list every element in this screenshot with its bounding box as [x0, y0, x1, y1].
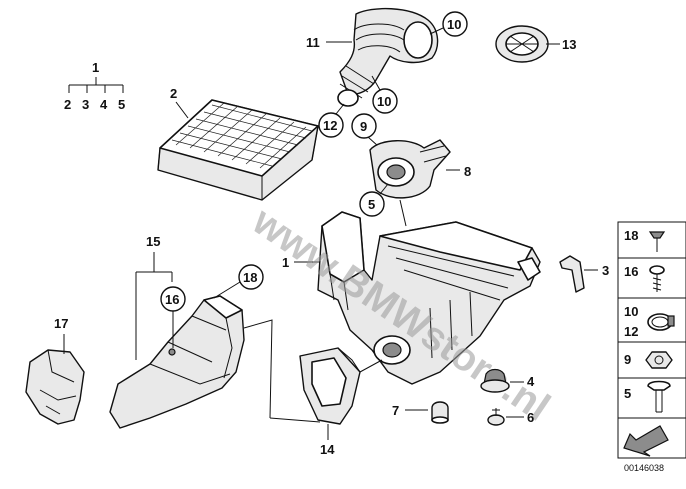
index-group: 1 2 3 4 5 [64, 60, 125, 112]
callout-10-circle [372, 88, 398, 114]
callout-5: 5 [368, 197, 375, 212]
duct-cover: 17 [25, 316, 85, 425]
callout-7: 7 [392, 403, 399, 418]
housing-bracket: 3 [559, 255, 609, 293]
leader-meter-box [399, 199, 407, 227]
air-mass-meter: 8 [369, 139, 471, 199]
callout-8: 8 [464, 164, 471, 179]
clip-icon [648, 231, 666, 239]
legend-row-18 [617, 221, 686, 259]
legend-label-5: 5 [624, 386, 631, 401]
protective-cap: 7 [392, 401, 449, 424]
callout-1: 1 [282, 255, 289, 270]
diagram-id: 00146038 [624, 463, 664, 473]
callout-9: 9 [360, 119, 367, 134]
legend-label-12: 12 [624, 324, 638, 339]
callout-11: 11 [306, 35, 320, 50]
callout-3: 3 [602, 263, 609, 278]
leader-5 [379, 183, 389, 195]
leader-duct-funnel [243, 319, 273, 419]
callout-1-index: 1 [92, 60, 99, 75]
intake-silencer-housing: 1 [282, 211, 541, 385]
leader-2 [175, 101, 189, 119]
direction-arrow-icon [623, 425, 669, 457]
screw-icon [649, 265, 665, 275]
callout-5-index: 5 [118, 97, 125, 112]
callout-18: 18 [243, 270, 257, 285]
callout-13: 13 [562, 37, 576, 52]
legend-label-18: 18 [624, 228, 638, 243]
leader-18 [213, 281, 241, 299]
filter-pleats [171, 102, 313, 169]
small-parts-legend: 18 16 10 12 9 5 00146038 [617, 221, 686, 473]
leader-14-duct [269, 359, 383, 423]
callout-4: 4 [527, 374, 535, 389]
callout-12-circle [318, 112, 344, 138]
callout-18-circle [238, 264, 264, 290]
index-bracket [68, 77, 124, 93]
callout-10-top-circle [442, 11, 468, 37]
inlet-funnel: 14 [269, 347, 383, 457]
mounting-bolt: 6 [487, 408, 534, 426]
callout-10: 10 [377, 94, 391, 109]
callout-14: 14 [320, 442, 335, 457]
callout-12: 12 [323, 118, 337, 133]
callout-6: 6 [527, 410, 534, 425]
callout-15: 15 [146, 234, 160, 249]
legend-label-16: 16 [624, 264, 638, 279]
leader-10 [371, 75, 381, 91]
callout-9-circle [351, 113, 377, 139]
intake-boot: 11 [306, 7, 439, 107]
legend-label-10: 10 [624, 304, 638, 319]
leader-15 [135, 252, 173, 360]
air-filter-element: 2 [157, 86, 319, 201]
rubber-mount: 4 [480, 368, 535, 393]
leader-12 [335, 103, 345, 115]
callout-10-top: 10 [447, 17, 461, 32]
callout-4-index: 4 [100, 97, 108, 112]
callout-2-index: 2 [64, 97, 71, 112]
callout-5-circle [359, 191, 385, 217]
air-duct: 15 [109, 234, 273, 429]
callout-2: 2 [170, 86, 177, 101]
callout-3-index: 3 [82, 97, 89, 112]
grommet: 13 [495, 25, 576, 63]
hex-nut-icon [645, 351, 673, 369]
bolt-icon [647, 380, 671, 391]
legend-label-9: 9 [624, 352, 631, 367]
callout-17: 17 [54, 316, 68, 331]
leader-10-top [429, 27, 444, 35]
callout-16: 16 [165, 292, 179, 307]
